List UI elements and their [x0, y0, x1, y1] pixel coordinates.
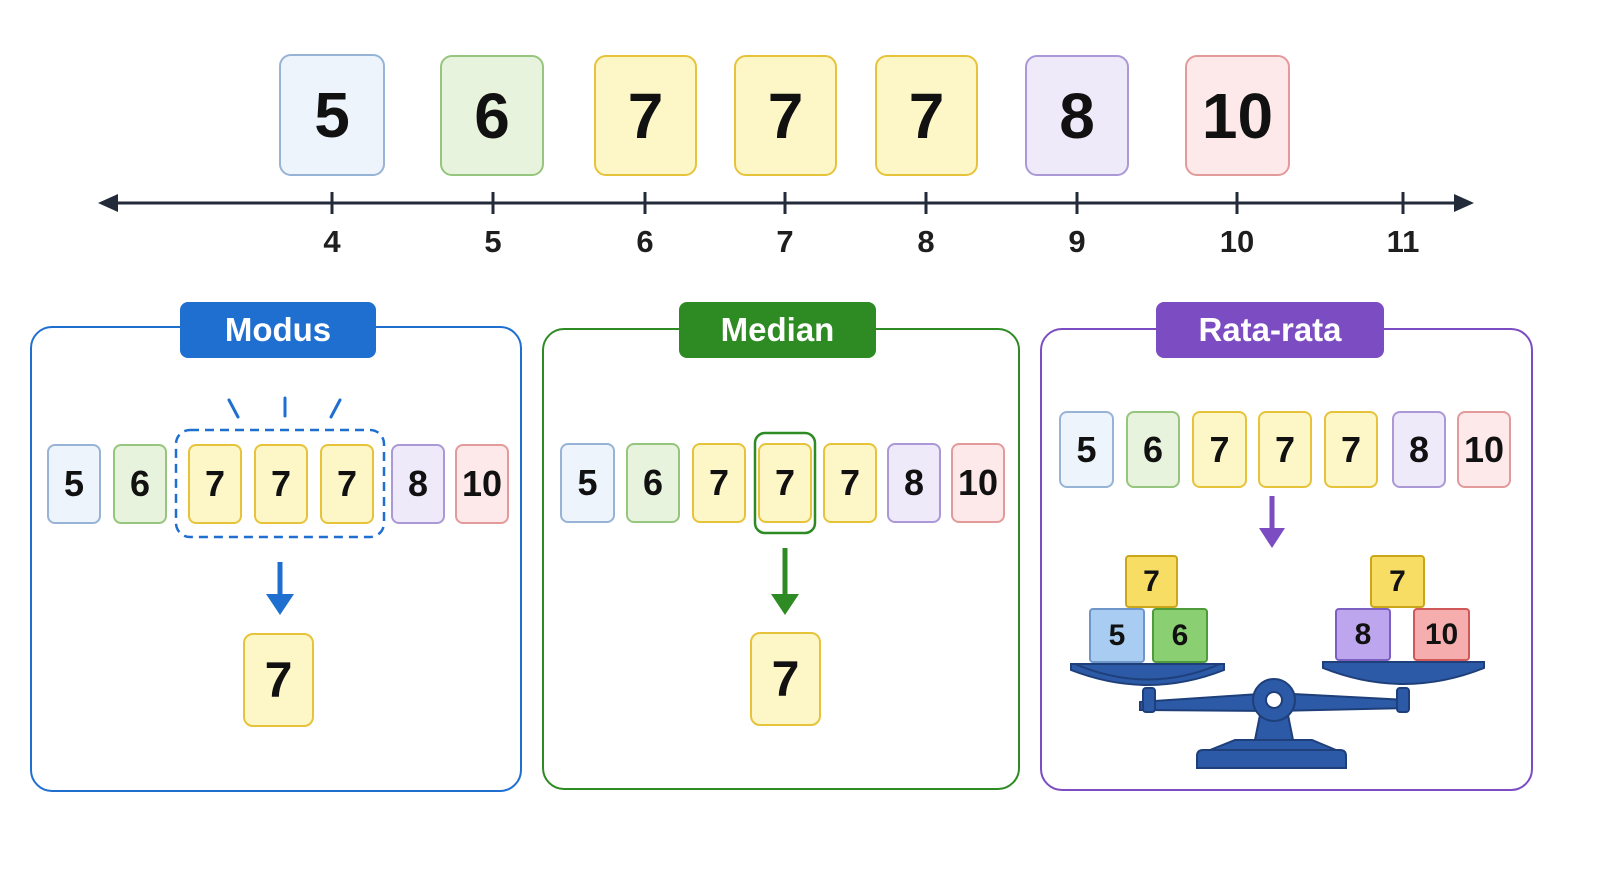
value-card: 6	[1126, 411, 1180, 488]
value-label: 10	[1201, 79, 1274, 152]
value-card: 6	[626, 443, 680, 523]
value-card: 6	[113, 444, 167, 524]
value-card: 7	[1192, 411, 1247, 488]
value-card: 7	[594, 55, 697, 176]
weight-block: 8	[1335, 608, 1391, 661]
value-label: 7	[767, 79, 804, 152]
value-card: 8	[887, 443, 941, 523]
value-card: 8	[1392, 411, 1446, 488]
value-card: 6	[440, 55, 544, 176]
value-card: 8	[391, 444, 445, 524]
weight-block: 7	[1370, 555, 1425, 608]
mode-highlight-box	[174, 428, 386, 539]
arrow-down-icon	[1259, 496, 1285, 548]
value-card: 7	[758, 443, 812, 523]
tick-label: 10	[1219, 224, 1255, 259]
value-label: 8	[1059, 79, 1095, 152]
value-card: 7	[1258, 411, 1312, 488]
value-card: 10	[1185, 55, 1290, 176]
tick-label: 11	[1386, 224, 1420, 259]
value-card: 7	[734, 55, 837, 176]
weight-block: 6	[1152, 608, 1208, 663]
arrow-down-icon	[266, 562, 294, 615]
arrow-down-icon	[771, 548, 799, 615]
value-card: 10	[1457, 411, 1511, 488]
median-highlight-box	[753, 431, 817, 535]
tick-label: 6	[636, 224, 654, 259]
value-label: 6	[474, 79, 510, 152]
weight-block: 5	[1089, 608, 1145, 663]
tick-label: 4	[323, 224, 341, 259]
value-card: 10	[455, 444, 509, 524]
value-card: 5	[1059, 411, 1114, 488]
emphasis-rays-icon	[227, 396, 342, 419]
modus-title: Modus	[180, 302, 376, 358]
median-result-card: 7	[750, 632, 821, 726]
value-card: 7	[188, 444, 242, 524]
value-card: 5	[560, 443, 615, 523]
value-card: 7	[1324, 411, 1378, 488]
tick-label: 7	[776, 224, 794, 259]
number-line	[98, 192, 1474, 214]
value-card: 7	[320, 444, 374, 524]
value-label: 5	[314, 79, 350, 151]
weight-block: 7	[1125, 555, 1178, 608]
value-card: 5	[47, 444, 101, 524]
arrow-left-icon	[98, 194, 118, 212]
median-title: Median	[679, 302, 876, 358]
value-label: 7	[627, 79, 664, 152]
value-card: 7	[692, 443, 746, 523]
tick-label: 9	[1068, 224, 1086, 259]
value-card: 7	[875, 55, 978, 176]
tick-label: 8	[917, 224, 935, 259]
value-card: 7	[823, 443, 877, 523]
value-card: 7	[254, 444, 308, 524]
value-card: 10	[951, 443, 1005, 523]
value-card: 5	[279, 54, 385, 176]
arrow-right-icon	[1454, 194, 1474, 212]
weight-block: 10	[1413, 608, 1470, 661]
mode-result-card: 7	[243, 633, 314, 727]
rata-rata-title: Rata-rata	[1156, 302, 1384, 358]
tick-label: 5	[484, 224, 502, 259]
value-card: 8	[1025, 55, 1129, 176]
value-label: 7	[908, 79, 945, 152]
